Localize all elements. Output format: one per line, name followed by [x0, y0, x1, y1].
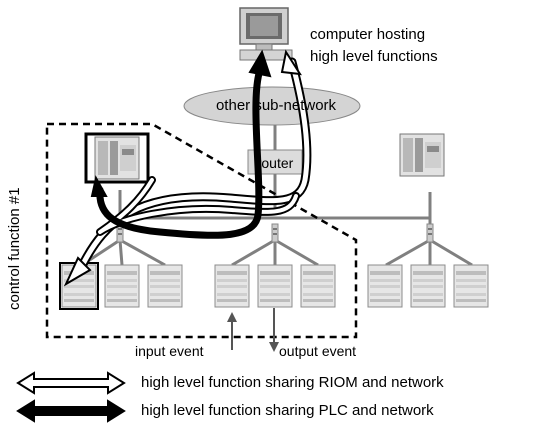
computer-label-line1: computer hosting [310, 26, 426, 43]
output-event-label: output event [279, 343, 357, 359]
input-event-label: input event [135, 343, 204, 359]
computer-icon [239, 7, 293, 61]
control-function-label: control function #1 [6, 187, 23, 310]
riom-path-arrowhead-top [280, 49, 302, 76]
router-label: router [256, 155, 294, 171]
switch-right [426, 223, 434, 243]
plc-right [399, 133, 445, 177]
event-arrows [227, 308, 279, 352]
cloud-label: other sub-network [215, 97, 337, 114]
legend-solid-arrow [16, 399, 126, 423]
legend-text-riom: high level function sharing RIOM and net… [141, 374, 444, 391]
plc-path-arrowhead-top [248, 49, 272, 78]
plc-control-function-1 [84, 132, 150, 184]
computer-label-line2: high level functions [310, 48, 438, 65]
riom-row [59, 262, 489, 310]
control-function-boundary [45, 122, 358, 339]
plc-function-path [96, 66, 264, 239]
legend-text-plc: high level function sharing PLC and netw… [141, 402, 434, 419]
plc-path-arrowhead-bottom [90, 175, 108, 197]
legend-hollow-arrow [16, 371, 126, 395]
other-sub-network-cloud [183, 86, 361, 126]
switch-middle [271, 223, 279, 243]
riom-path-arrowhead-bottom [63, 256, 92, 287]
riom-function-path [77, 57, 312, 271]
